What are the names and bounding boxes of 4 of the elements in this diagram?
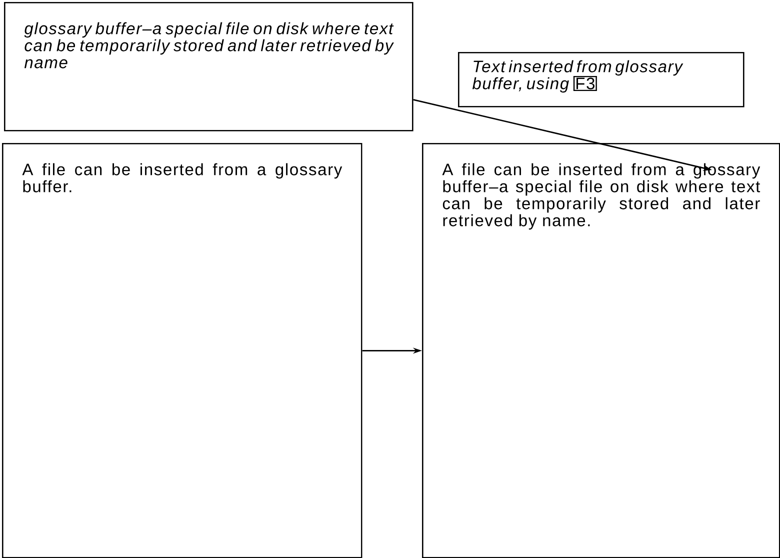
callout-box: glossary buffer–a special file on disk where text can be temporarily stored and later retrieved by name [4, 2, 414, 132]
callout-box: Text inserted from glossary buffer, using F3 [458, 52, 744, 108]
page-box: A file can be inserted from a glossary buffer. [2, 143, 362, 558]
page-box: A file can be inserted from a glossary buffer–a special file on disk where text can be temporarily stored and later retrieved by name. [422, 143, 780, 558]
